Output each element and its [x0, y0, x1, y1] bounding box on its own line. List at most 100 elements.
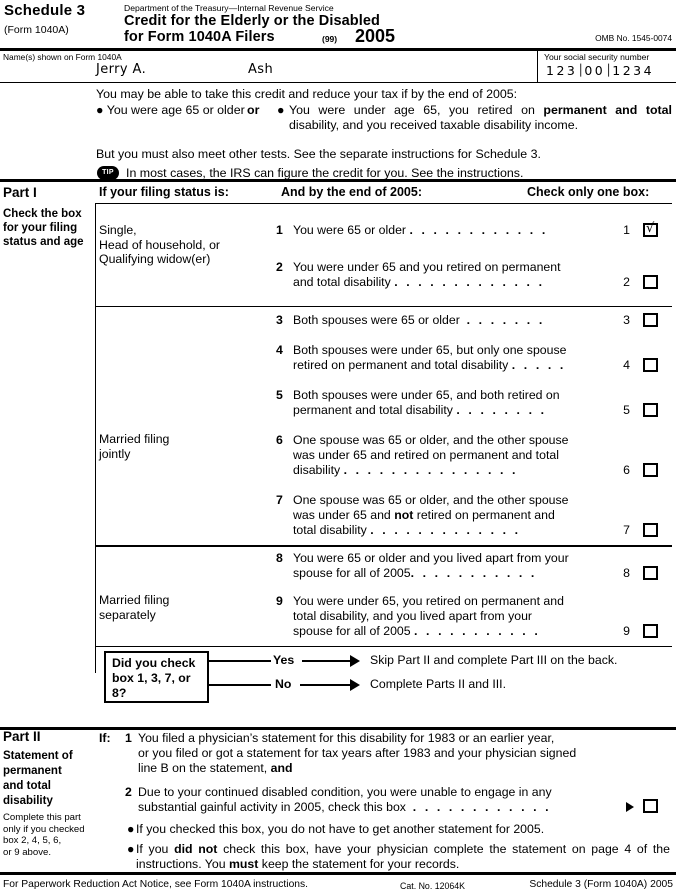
agency-line: Department of the Treasury—Internal Reve…	[124, 3, 334, 13]
checkbox-4[interactable]	[643, 358, 658, 372]
part2-top-divider	[0, 727, 676, 730]
part2-side-line-1: Statement of	[3, 750, 73, 762]
schedule-title: Schedule 3	[4, 2, 86, 19]
part1-label: Part I	[3, 185, 37, 200]
item-5-leader: . . . . . . . .	[456, 403, 547, 417]
item-7-text-line-2b: retired on permanent and	[413, 508, 555, 522]
status-joint-line-1: Married filing	[99, 432, 170, 446]
part2-item-2-line-1: Due to your continued disabled condition…	[138, 785, 552, 799]
checkbox-5[interactable]	[643, 403, 658, 417]
first-name-value[interactable]: Jerry A.	[96, 62, 147, 77]
item-5-text: Both spouses were under 65, and both ret…	[293, 388, 610, 418]
status-single: Single, Head of household, or Qualifying…	[99, 223, 220, 267]
part2-note-line-4: or 9 above.	[3, 846, 52, 858]
status-single-line-1: Single,	[99, 223, 137, 237]
checkbox-2[interactable]	[643, 275, 658, 289]
status-joint: Married filing jointly	[99, 432, 169, 461]
item-1-right-number: 1	[623, 223, 630, 237]
intro-line-after: But you must also meet other tests. See …	[96, 147, 541, 161]
status-separate: Married filing separately	[99, 593, 169, 622]
part2-note-line-3: box 2, 4, 5, 6,	[3, 835, 62, 846]
ssn-separator-2: │	[605, 64, 615, 77]
schedule-form-number: (Form 1040A)	[4, 24, 69, 36]
ssn-group-3: 1234	[612, 63, 655, 78]
item-7-number: 7	[276, 493, 283, 507]
part2-if-label: If:	[99, 731, 111, 745]
col-header-end-of-year: And by the end of 2005:	[281, 185, 422, 199]
part2-bullet-2-bold-1: did not	[174, 842, 218, 856]
ssn-separator-1: │	[577, 64, 587, 77]
decision-question-line-3: 8?	[112, 686, 127, 700]
intro-right-bold-2: and total	[615, 103, 672, 117]
item-3-text-body: Both spouses were 65 or older	[293, 313, 460, 327]
group-rule-decision-top	[96, 646, 672, 647]
part2-item-1-number: 1	[125, 731, 132, 745]
last-name-value[interactable]: Ash	[248, 62, 274, 77]
form-masthead: Schedule 3 (Form 1040A) Department of th…	[0, 0, 676, 48]
part2-item-1-bold: and	[270, 761, 293, 775]
item-8-text-line-2: spouse for all of 2005	[293, 566, 411, 580]
item-5-number: 5	[276, 388, 283, 402]
ocr-code: (99)	[322, 34, 338, 44]
item-9-right-number: 9	[623, 624, 630, 638]
item-6-text-line-1: One spouse was 65 or older, and the othe…	[293, 433, 569, 447]
checkbox-9[interactable]	[643, 624, 658, 638]
yes-arrow-icon	[350, 655, 360, 667]
footer-notice: For Paperwork Reduction Act Notice, see …	[3, 879, 309, 890]
item-6-text: One spouse was 65 or older, and the othe…	[293, 433, 610, 478]
form-title: Credit for the Elderly or the Disabled f…	[124, 13, 380, 45]
form-title-line-2: for Form 1040A Filers	[124, 28, 275, 45]
part2-bullet-2-a: If you	[136, 842, 175, 856]
intro-or-word: or	[247, 103, 260, 117]
item-7-text-line-2a: was under 65 and	[293, 508, 395, 522]
item-1-number: 1	[276, 223, 283, 237]
checkbox-6[interactable]	[643, 463, 658, 477]
no-connector-line-2	[300, 684, 350, 686]
item-2-text: You were under 65 and you retired on per…	[293, 260, 610, 290]
item-8-text-line-1: You were 65 or older and you lived apart…	[293, 551, 569, 565]
item-2-text-line-1: You were under 65 and you retired on per…	[293, 260, 561, 274]
bullet-dot-icon-1: ●	[127, 822, 135, 836]
part2-item-1-line-3: line B on the statement, and	[138, 761, 670, 776]
no-arrow-icon	[350, 679, 360, 691]
part2-checkbox[interactable]	[643, 799, 658, 813]
part2-side-label: Statement of permanent and total disabil…	[3, 749, 93, 809]
part2-label-text: Part II	[3, 729, 41, 744]
checkbox-8[interactable]	[643, 566, 658, 580]
checkbox-1[interactable]: √	[643, 221, 658, 237]
item-1-text: You were 65 or older . . . . . . . . . .…	[293, 223, 610, 238]
checkbox-7[interactable]	[643, 523, 658, 537]
footer-catalog-number: Cat. No. 12064K	[400, 881, 466, 891]
group-rule-single-top	[96, 203, 672, 204]
part2-bullet-2-c: keep the statement for your records.	[258, 857, 460, 871]
ssn-field[interactable]: Your social security number 123│00│1234	[537, 51, 676, 82]
item-6-leader: . . . . . . . . . . . . . . .	[343, 463, 519, 477]
ssn-group-1: 123	[546, 63, 578, 78]
part2-bullet-1-text: If you checked this box, you do not have…	[136, 822, 545, 836]
intro-right-b: disability, and you received taxable dis…	[289, 118, 579, 132]
status-separate-line-1: Married filing	[99, 593, 170, 607]
checkbox-3[interactable]	[643, 313, 658, 327]
item-2-number: 2	[276, 260, 283, 274]
intro-bullet-left: ● You were age 65 or older	[96, 103, 245, 117]
masthead-divider	[0, 48, 676, 51]
group-rule-separate-top	[96, 545, 672, 547]
item-4-text-line-1: Both spouses were under 65, but only one…	[293, 343, 567, 357]
ssn-value[interactable]: 123│00│1234	[538, 63, 676, 78]
part2-item-2-leader: . . . . . . . . . . . .	[412, 800, 552, 814]
item-1-text-body: You were 65 or older	[293, 223, 407, 237]
group-rule-joint-top	[96, 306, 672, 307]
part2-item-2-line-2-body: substantial gainful activity in 2005, ch…	[138, 800, 406, 814]
item-7-text-line-3: total disability	[293, 523, 367, 537]
checkmark-icon: √	[646, 221, 655, 236]
part2-side-line-3: and total	[3, 780, 51, 792]
no-label: No	[275, 677, 292, 691]
intro-bullet-row: ● You were age 65 or older or ● You were…	[96, 103, 672, 163]
part2-item-1-line-2: or you filed or got a statement for tax …	[138, 746, 577, 760]
decision-flow: Did you check box 1, 3, 7, or 8? Yes Ski…	[0, 647, 676, 709]
decision-question-line-2: box 1, 3, 7, or	[112, 671, 191, 685]
item-8-text: You were 65 or older and you lived apart…	[293, 551, 610, 581]
item-3-right-number: 3	[623, 313, 630, 327]
form-title-line-1: Credit for the Elderly or the Disabled	[124, 13, 380, 29]
part2-item-1-text: You filed a physician’s statement for th…	[138, 731, 670, 776]
